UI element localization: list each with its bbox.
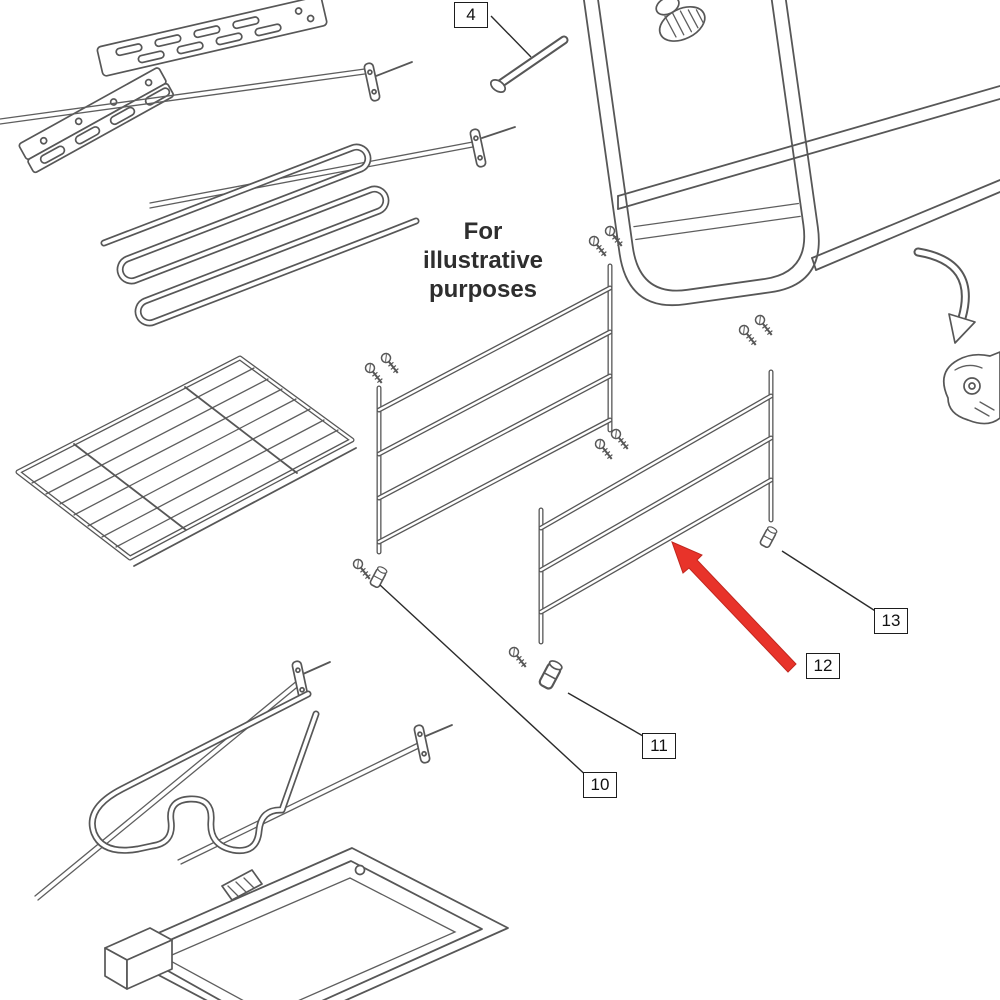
screw-icon — [592, 436, 617, 463]
tray-end-block — [104, 927, 173, 990]
note-line: illustrative — [422, 246, 544, 274]
callout-12: 12 — [806, 653, 840, 679]
broil-support-rod-upper — [0, 61, 413, 125]
ferrule-icon — [537, 658, 565, 691]
latch-part-right-edge — [942, 351, 1000, 425]
note-line: purposes — [428, 275, 538, 303]
mounting-bracket-left — [18, 67, 175, 174]
leader-lines — [379, 15, 881, 780]
screw-icon — [362, 360, 387, 387]
callout-11: 11 — [642, 733, 676, 759]
curved-arrow-icon — [913, 247, 976, 344]
door-frame — [581, 0, 820, 307]
screw-icon — [506, 644, 531, 671]
side-rails — [617, 85, 1000, 271]
element-terminal-bracket — [221, 869, 263, 901]
callout-13: 13 — [874, 608, 908, 634]
screw-icon — [736, 322, 761, 349]
screw-icon — [350, 556, 375, 583]
bottom-tray — [104, 847, 509, 1000]
bake-support-rod — [34, 660, 331, 901]
note-line: For — [463, 218, 503, 245]
rack-guide-right — [506, 312, 779, 691]
pointer-arrow — [671, 541, 797, 673]
screw-icon — [378, 350, 403, 377]
screw-icon — [602, 223, 627, 250]
bake-element — [88, 690, 320, 901]
broil-support-rod-lower — [149, 126, 516, 209]
mounting-bracket-top — [96, 0, 328, 77]
callout-4: 4 — [454, 2, 488, 28]
clip-icon — [368, 564, 389, 590]
screw-icon — [752, 312, 777, 339]
oven-rack — [15, 355, 357, 567]
illustrative-note: For illustrative purposes — [386, 218, 580, 304]
screw-icon — [608, 426, 633, 453]
clip-icon — [758, 524, 779, 550]
screw-icon — [586, 233, 611, 260]
part-4-spacer-rod — [489, 35, 569, 94]
broil-element — [100, 143, 420, 327]
oven-light-icon — [655, 0, 706, 42]
rack-guide-center — [350, 223, 627, 590]
callout-10: 10 — [583, 772, 617, 798]
